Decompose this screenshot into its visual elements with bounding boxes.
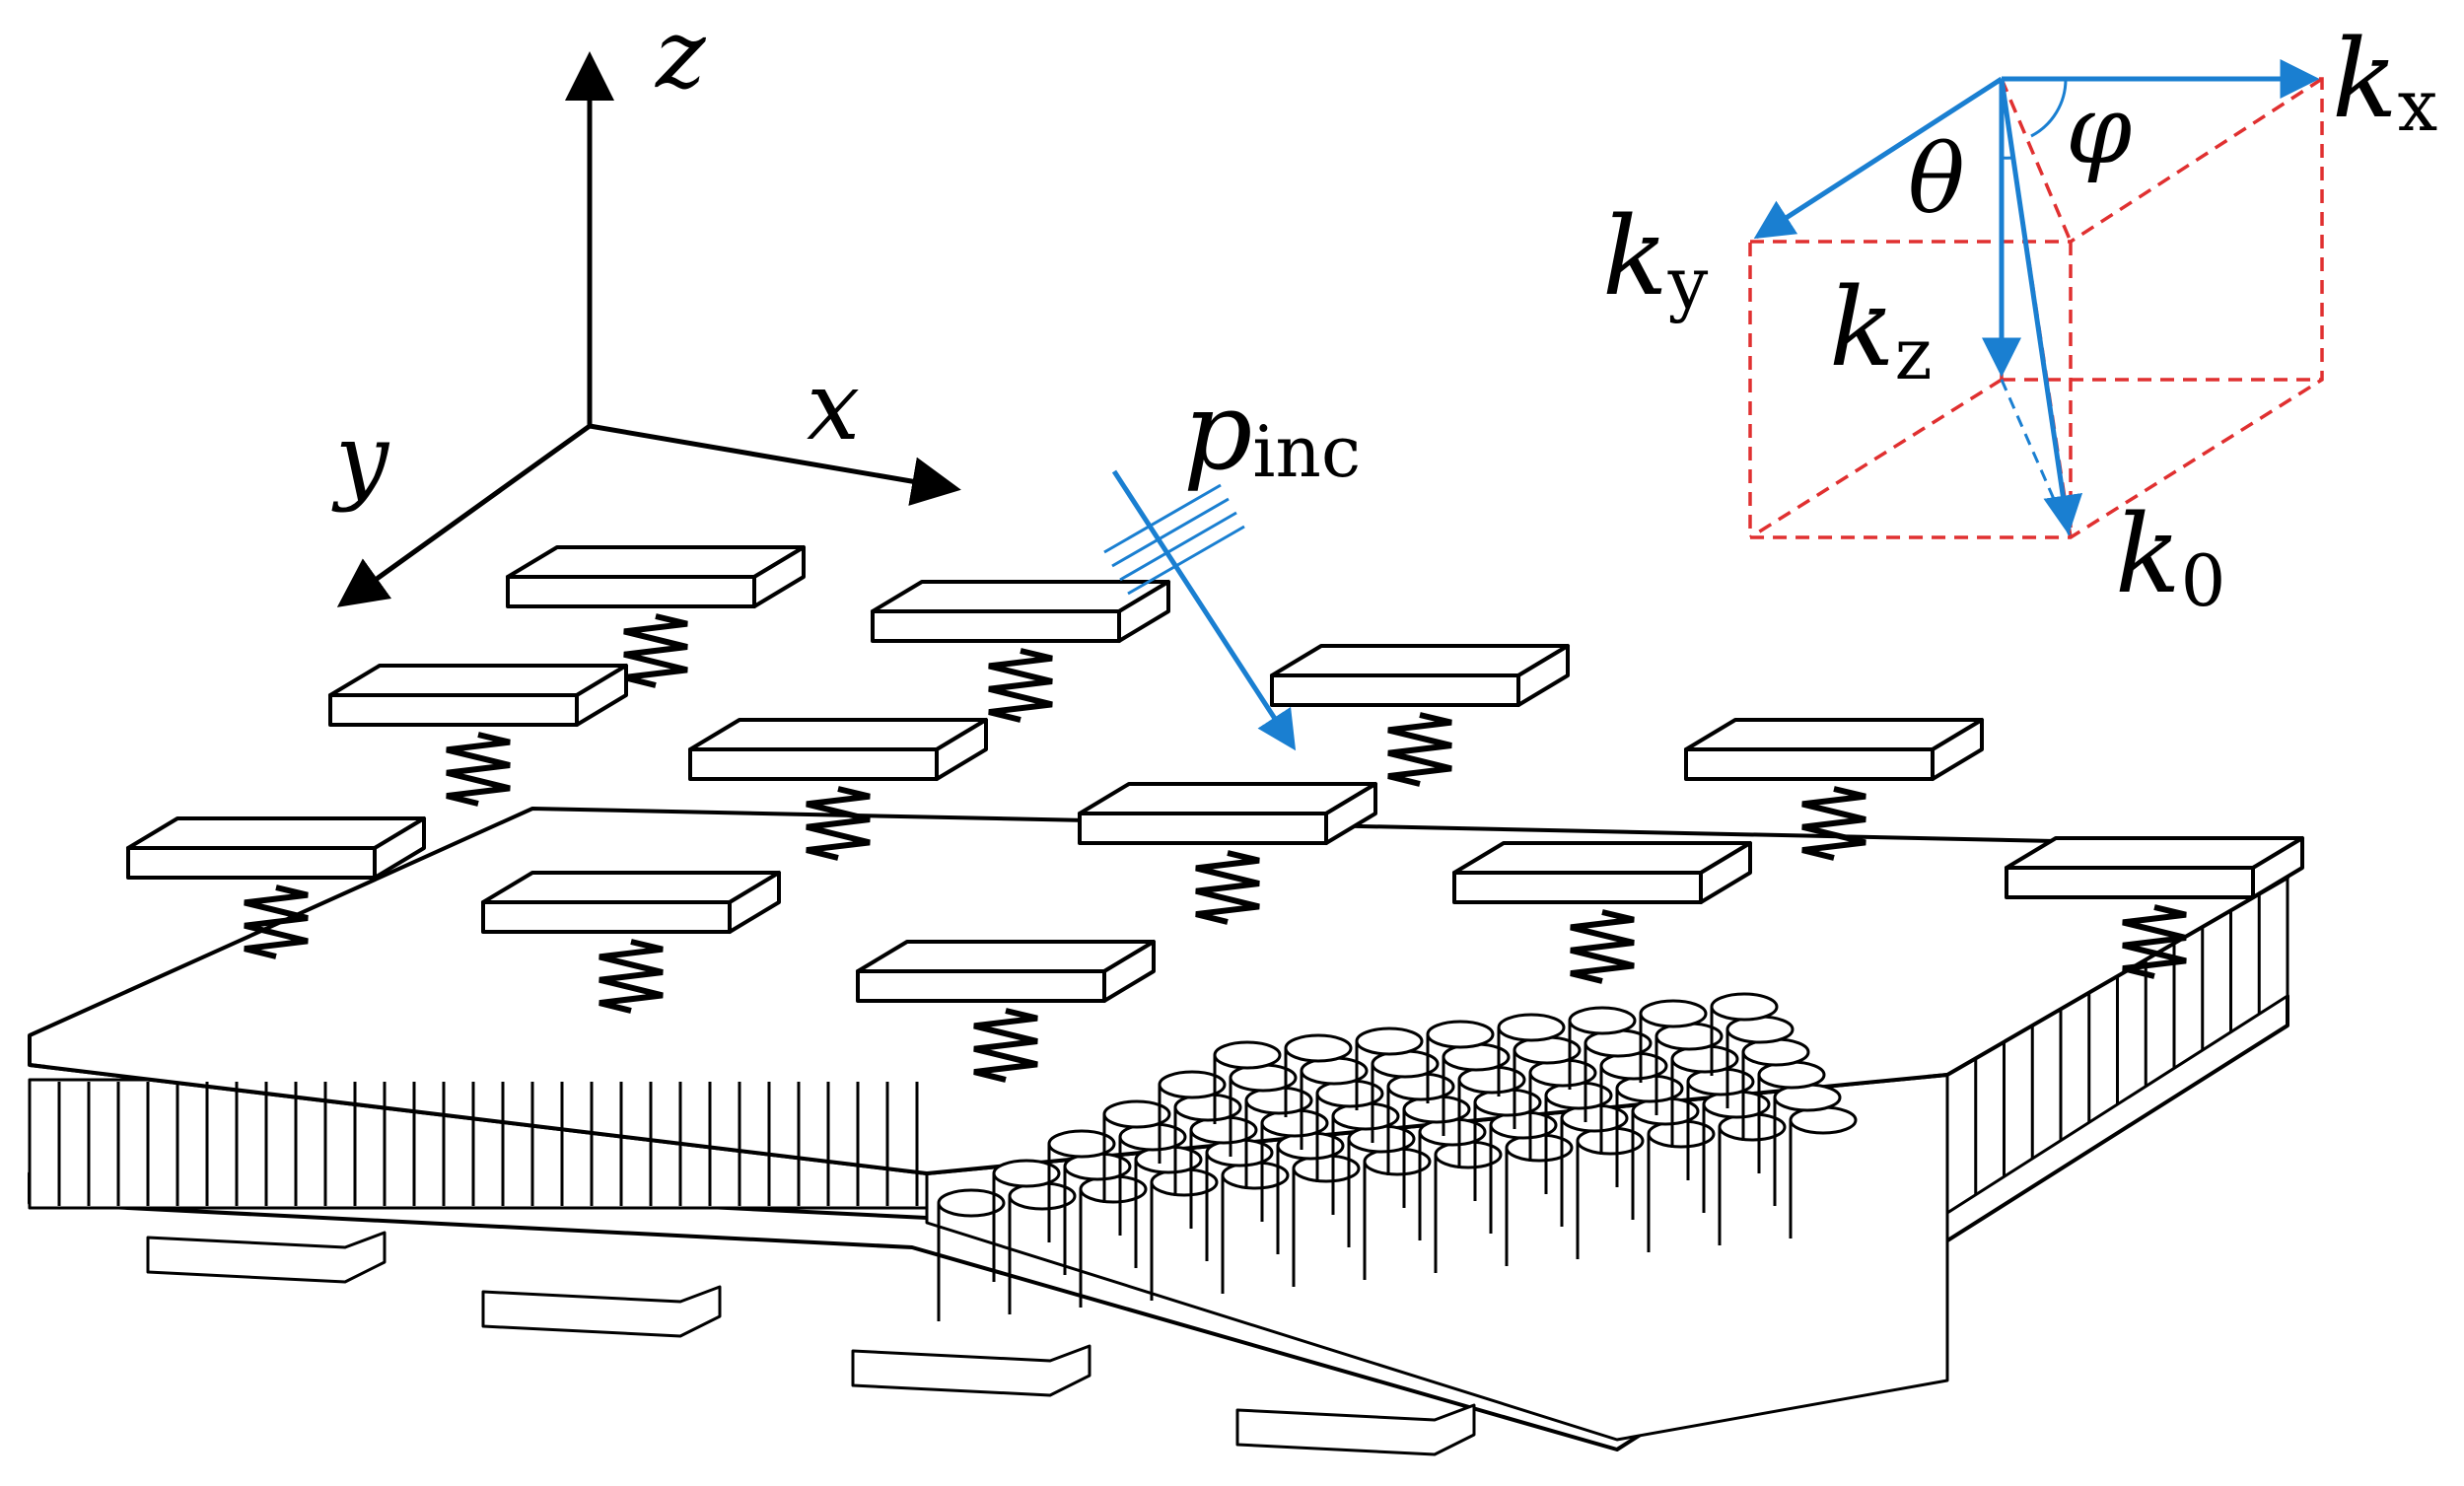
honeycomb-cell-top [1568,1006,1637,1035]
core-cell-walls-left [57,1082,919,1206]
honeycomb-cell-top [1213,1040,1282,1070]
mass-side [935,718,988,781]
mass-front [856,969,1106,1003]
honeycomb-cell-top [1355,1026,1424,1056]
wavevector-inset: kx ky kz k0 θ φ [1602,16,2437,622]
mass-side [752,545,806,608]
honeycomb-core-exposed [937,992,1858,1321]
k0-label: k0 [2115,491,2225,622]
x-axis [589,423,961,506]
honeycomb-cell-top [1710,992,1779,1022]
mass-front [328,693,579,727]
mass-side [1931,718,1984,781]
spring [1801,786,1866,861]
mass-front [126,846,377,880]
theta-label: θ [1908,124,1965,235]
mass-front [1270,673,1520,707]
bottom-mass [1235,1403,1476,1456]
k0-vector [1999,78,2083,535]
wavefront-lines [1103,483,1245,596]
phi-label: φ [2066,75,2132,185]
mass-front [481,900,732,934]
mass-side [1324,782,1377,845]
mass-front [2005,866,2255,899]
mass-side [1102,940,1156,1003]
mass-side [728,871,781,934]
spring [988,648,1053,723]
incident-wave: pinc [1103,368,1361,751]
x-axis-label: x [807,351,860,461]
honeycomb-cell-top [1426,1020,1495,1049]
incident-wave-arrow [1111,469,1297,751]
mass-side [1699,841,1752,904]
spring [1195,850,1260,925]
bottom-resonator-masses [146,1231,1476,1456]
ky-label: ky [1602,193,1709,324]
local-resonators [126,545,2304,1083]
spring [244,885,309,959]
mass-side [1516,644,1570,707]
kx-label: kx [2332,16,2437,147]
spring [1570,909,1635,984]
mass-side [1117,580,1170,643]
core-cell-walls-side [1974,893,2261,1195]
k0-projection-dashed [2000,379,2073,538]
coordinate-axes: z x y [331,0,961,607]
bottom-mass [851,1344,1091,1397]
honeycomb-cell-top [1639,999,1708,1028]
spring [446,732,511,807]
honeycomb-cell-top [1284,1033,1353,1063]
phi-angle-arc [2030,78,2068,138]
mass-front [506,575,756,608]
mass-front [1078,812,1328,845]
spring [806,786,871,861]
z-axis-label: z [655,0,707,109]
incident-pressure-label: pinc [1183,368,1361,494]
sandwich-panel [28,807,2289,1456]
mass-front [688,747,939,781]
mass-side [575,664,628,727]
bottom-mass [146,1231,387,1284]
ky-vector [1753,76,2004,240]
honeycomb-cell-top [1497,1013,1566,1042]
bottom-mass [481,1285,722,1338]
mass-side [373,816,426,880]
spring [598,939,664,1014]
spring [2122,904,2187,979]
spring [973,1008,1038,1083]
spring [1387,712,1452,787]
kz-label: kz [1829,264,1933,395]
mass-front [1684,747,1935,781]
spring [623,613,688,688]
mass-front [871,609,1121,643]
y-axis-label: y [331,403,390,514]
y-axis [336,423,592,607]
mass-side [2251,836,2304,899]
mass-front [1452,871,1703,904]
